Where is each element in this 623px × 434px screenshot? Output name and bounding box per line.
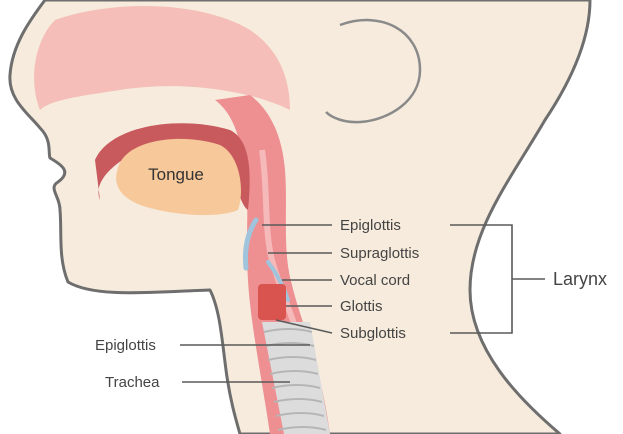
- epiglottis-label: Epiglottis: [340, 217, 401, 234]
- glottis-shape: [258, 284, 286, 320]
- supraglottis-label: Supraglottis: [340, 245, 419, 262]
- epiglottis-left-label: Epiglottis: [95, 337, 156, 354]
- glottis-label: Glottis: [340, 298, 383, 315]
- tongue-label: Tongue: [148, 165, 204, 184]
- subglottis-label: Subglottis: [340, 325, 406, 342]
- vocal-cord-label: Vocal cord: [340, 272, 410, 289]
- trachea-label: Trachea: [105, 374, 160, 391]
- larynx-label: Larynx: [553, 269, 607, 289]
